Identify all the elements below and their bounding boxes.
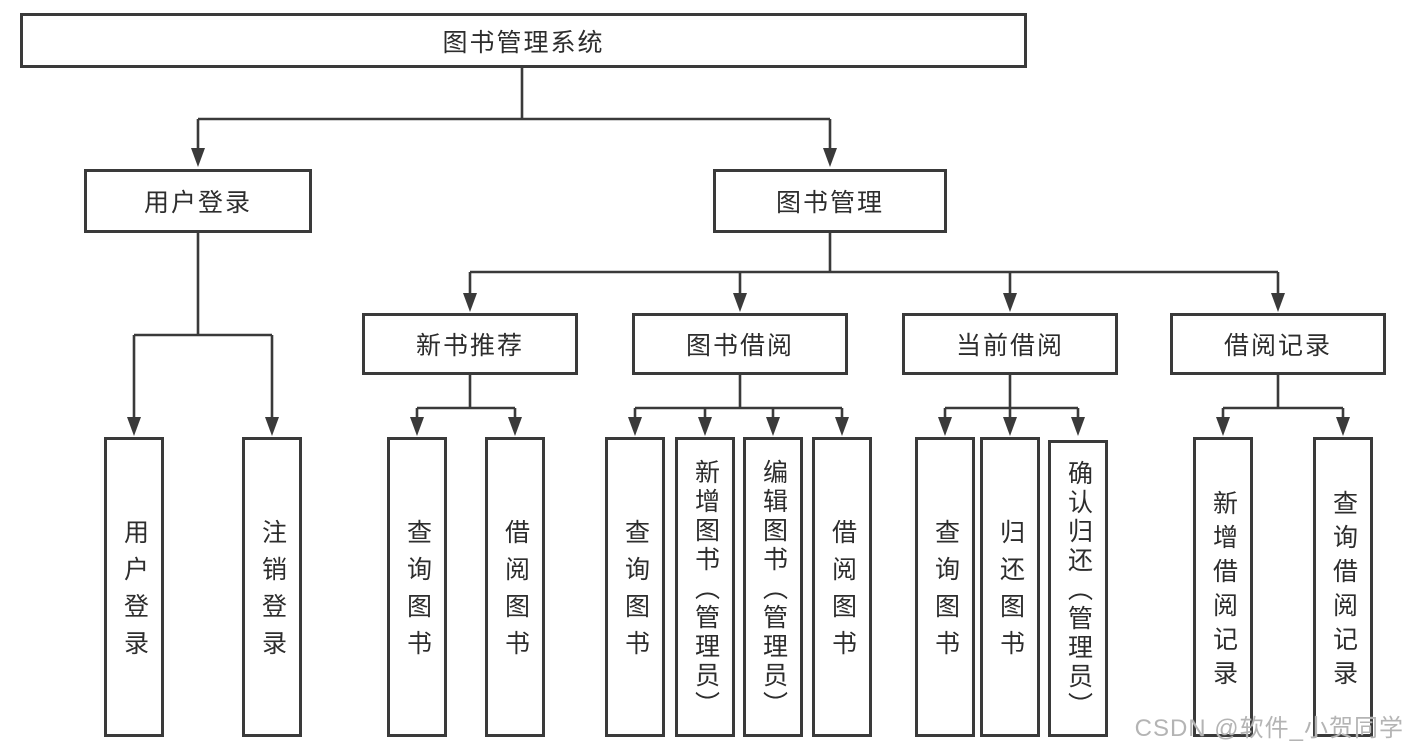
leaf-query-books-borrow: 查询图书 [605, 437, 665, 737]
arrowhead [1003, 417, 1017, 436]
arrowhead [733, 293, 747, 312]
node-book-borrow-label: 图书借阅 [685, 332, 794, 360]
arrowhead [463, 293, 477, 312]
node-root-label: 图书管理系统 [442, 28, 605, 57]
leaf-query-books-current-label: 查询图书 [931, 519, 960, 667]
node-root: 图书管理系统 [20, 13, 1027, 68]
leaf-return-books: 归还图书 [980, 437, 1040, 737]
leaf-add-books-admin: 新增图书（管理员） [675, 437, 735, 737]
watermark: CSDN @软件_小贺同学 [1134, 715, 1404, 742]
leaf-query-books-borrow-label: 查询图书 [621, 519, 650, 667]
arrowhead [191, 148, 205, 167]
node-book-management: 图书管理 [713, 169, 947, 233]
edge-borrow-records-children [1216, 375, 1350, 436]
node-current-borrow-label: 当前借阅 [955, 332, 1064, 360]
leaf-user-login: 用户登录 [104, 437, 164, 737]
leaf-add-books-admin-label: 新增图书（管理员） [691, 458, 720, 720]
edge-book-management-children [463, 233, 1285, 312]
leaf-query-books-current: 查询图书 [915, 437, 975, 737]
node-new-book-recommend: 新书推荐 [362, 313, 578, 375]
leaf-borrow-books-label: 借阅图书 [828, 519, 857, 667]
arrowhead [1216, 417, 1230, 436]
leaf-edit-books-admin-label: 编辑图书（管理员） [759, 458, 788, 720]
arrowhead [1336, 417, 1350, 436]
edge-new-book-children [410, 375, 522, 436]
arrowhead [508, 417, 522, 436]
node-current-borrow: 当前借阅 [902, 313, 1118, 375]
arrowhead [823, 148, 837, 167]
node-user-login-label: 用户登录 [143, 189, 252, 217]
node-user-login: 用户登录 [84, 169, 312, 233]
leaf-logout: 注销登录 [242, 437, 302, 737]
leaf-add-borrow-record: 新增借阅记录 [1193, 437, 1253, 737]
arrowhead [1003, 293, 1017, 312]
arrowhead [766, 417, 780, 436]
leaf-logout-label: 注销登录 [258, 519, 287, 667]
leaf-return-books-label: 归还图书 [996, 519, 1025, 667]
leaf-user-login-label: 用户登录 [120, 519, 149, 667]
leaf-edit-books-admin: 编辑图书（管理员） [743, 437, 803, 737]
leaf-confirm-return-admin: 确认归还（管理员） [1048, 440, 1108, 737]
arrowhead [698, 417, 712, 436]
edge-root-to-level2 [191, 68, 837, 167]
node-book-management-label: 图书管理 [775, 189, 884, 217]
leaf-query-books-recommend: 查询图书 [387, 437, 447, 737]
leaf-borrow-books: 借阅图书 [812, 437, 872, 737]
edge-book-borrow-children [628, 375, 849, 436]
arrowhead [410, 417, 424, 436]
leaf-borrow-books-recommend: 借阅图书 [485, 437, 545, 737]
leaf-confirm-return-admin-label: 确认归还（管理员） [1064, 460, 1093, 721]
arrowhead [265, 417, 279, 436]
node-book-borrow: 图书借阅 [632, 313, 848, 375]
arrowhead [1271, 293, 1285, 312]
arrowhead [628, 417, 642, 436]
leaf-add-borrow-record-label: 新增借阅记录 [1209, 489, 1238, 694]
node-new-book-recommend-label: 新书推荐 [415, 332, 524, 360]
arrowhead [127, 417, 141, 436]
arrowhead [1071, 417, 1085, 436]
node-borrow-records: 借阅记录 [1170, 313, 1386, 375]
arrowhead [938, 417, 952, 436]
leaf-borrow-books-recommend-label: 借阅图书 [501, 519, 530, 667]
node-borrow-records-label: 借阅记录 [1223, 332, 1332, 360]
leaf-query-borrow-record: 查询借阅记录 [1313, 437, 1373, 737]
edge-user-login-children [127, 233, 279, 436]
leaf-query-borrow-record-label: 查询借阅记录 [1329, 489, 1358, 694]
leaf-query-books-recommend-label: 查询图书 [403, 519, 432, 667]
arrowhead [835, 417, 849, 436]
edge-current-borrow-children [938, 375, 1085, 436]
